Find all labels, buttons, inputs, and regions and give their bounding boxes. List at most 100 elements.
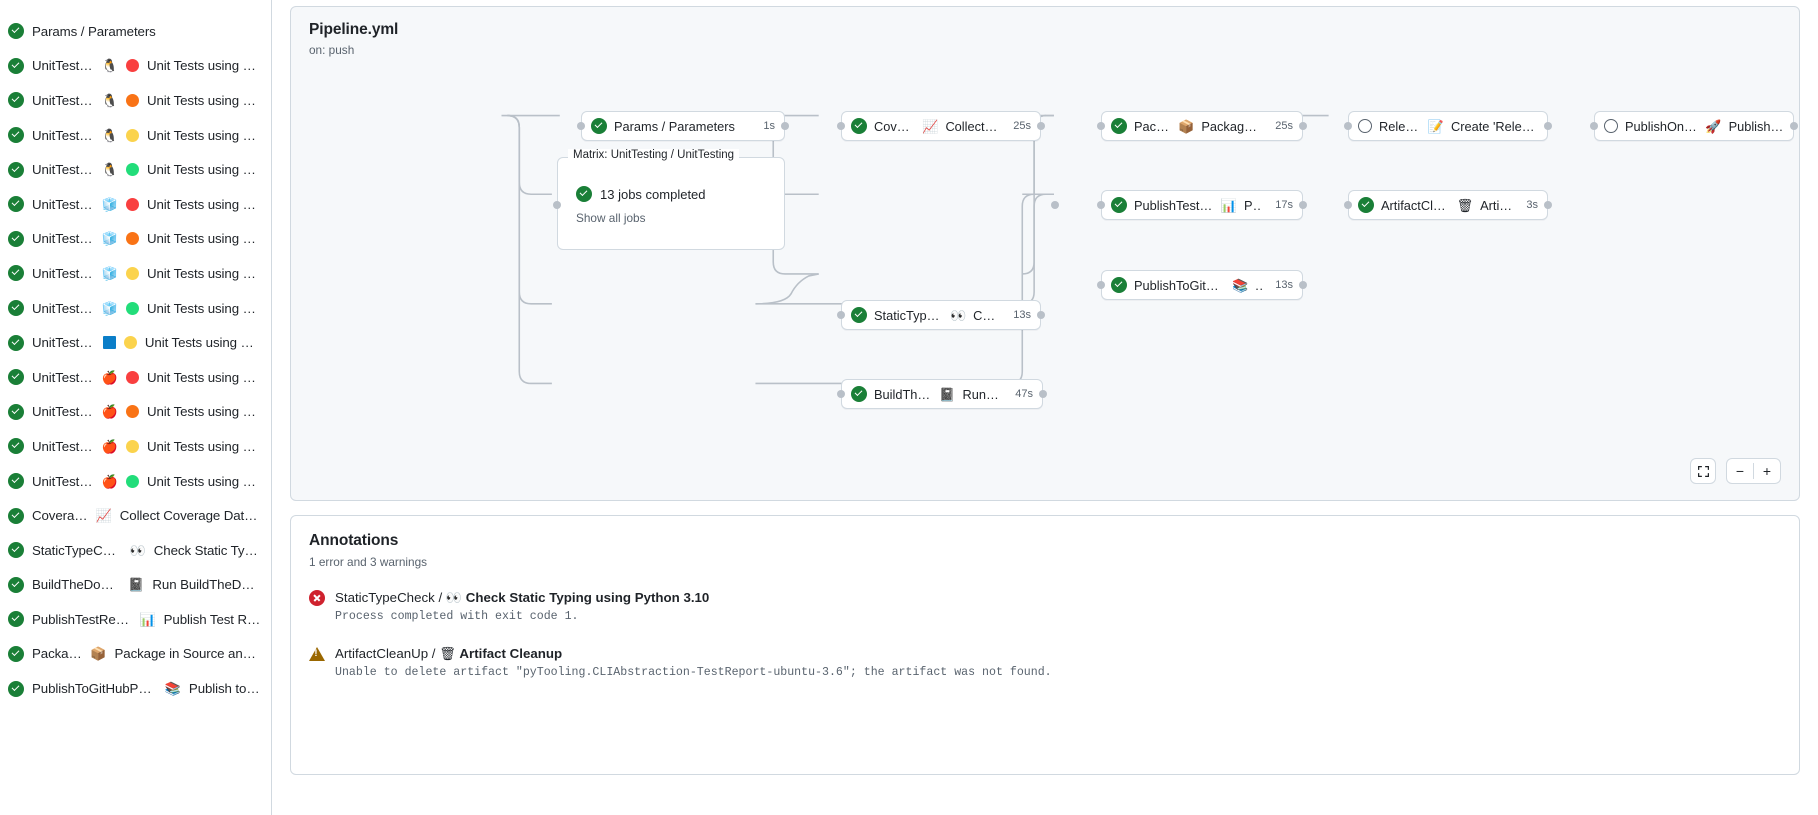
- sidebar-job-item[interactable]: UnitTesting / 🧊Unit Tests using Pyth...: [0, 291, 271, 326]
- graph-node-builddocs[interactable]: BuildTheDocs / 📓Run Buil...47s: [841, 379, 1043, 409]
- success-check-icon: [851, 386, 867, 402]
- annotation-title: ArtifactCleanUp / 🗑 Artifact Cleanup: [335, 645, 563, 661]
- workflow-graph-card[interactable]: Pipeline.yml on: push: [290, 6, 1800, 501]
- graph-node-artifact[interactable]: ArtifactCleanUp / 🗑Artifac...3s: [1348, 190, 1548, 220]
- success-check-icon: [8, 473, 24, 490]
- graph-node-label: PublishTestResults /: [1134, 197, 1214, 213]
- red-dot-icon: [125, 59, 139, 73]
- penguin-icon: 🐧: [101, 127, 118, 143]
- green-dot-icon: [125, 474, 139, 488]
- node-input-port: [1097, 281, 1105, 289]
- graph-node-ghpages[interactable]: PublishToGitHubPages / 📚...13s: [1101, 270, 1303, 300]
- sidebar-job-item[interactable]: UnitTesting / 🧊Unit Tests using Pyth...: [0, 187, 271, 222]
- graph-node-package[interactable]: Package / 📦Package in So...25s: [1101, 111, 1303, 141]
- graph-node-testres[interactable]: PublishTestResults / 📊Pu...17s: [1101, 190, 1303, 220]
- graph-zoom-controls[interactable]: − +: [1690, 458, 1781, 484]
- sidebar-job-item[interactable]: Params / Parameters: [0, 14, 271, 49]
- sidebar-job-label: UnitTesting /: [32, 58, 94, 74]
- success-check-icon: [1111, 277, 1127, 293]
- sidebar-job-suffix: Unit Tests using Pyth...: [144, 335, 261, 351]
- sidebar-job-item[interactable]: Package / 📦Package in Source and Wh...: [0, 637, 271, 672]
- sidebar-job-label: UnitTesting /: [32, 369, 94, 385]
- graph-node-label: PublishToGitHubPages /: [1134, 277, 1225, 293]
- sidebar-job-suffix: Unit Tests using Pyth...: [146, 438, 261, 454]
- sidebar-job-item[interactable]: BuildTheDocs / 📓Run BuildTheDocs: [0, 568, 271, 603]
- sidebar-job-item[interactable]: UnitTesting / 🍎Unit Tests using Pyth...: [0, 464, 271, 499]
- sidebar-job-item[interactable]: UnitTesting / Unit Tests using Pyth...: [0, 325, 271, 360]
- sidebar-job-item[interactable]: UnitTesting / 🐧Unit Tests using Pyth...: [0, 83, 271, 118]
- fit-screen-icon[interactable]: [1690, 458, 1716, 484]
- sidebar-job-suffix: Unit Tests using Pyth...: [146, 58, 261, 74]
- package-icon: 📦: [1178, 118, 1195, 134]
- graph-node-duration: 13s: [1013, 309, 1031, 321]
- graph-node-pypi[interactable]: PublishOnPyPI / 🚀Publish to ...: [1594, 111, 1794, 141]
- sidebar-job-item[interactable]: PublishTestResults / 📊Publish Test Resu.…: [0, 602, 271, 637]
- zoom-in-button[interactable]: +: [1762, 463, 1772, 479]
- graph-node-release[interactable]: Release / 📝Create 'Release P...: [1348, 111, 1548, 141]
- penguin-icon: 🐧: [101, 58, 118, 74]
- sidebar-job-label: Coverage /: [32, 508, 88, 524]
- cube-icon: 🧊: [101, 231, 118, 247]
- sidebar-job-suffix: Unit Tests using Pyth...: [146, 369, 261, 385]
- graph-node-duration: 3s: [1526, 199, 1538, 211]
- annotation-message: Unable to delete artifact "pyTooling.CLI…: [335, 665, 1052, 679]
- matrix-group-unittesting[interactable]: Matrix: UnitTesting / UnitTesting 13 job…: [557, 149, 785, 250]
- sidebar-job-item[interactable]: Coverage / 📈Collect Coverage Data usi...: [0, 498, 271, 533]
- graph-node-label: StaticTypeCheck /: [874, 307, 943, 323]
- annotation-body: StaticTypeCheck / 👀 Check Static Typing …: [335, 589, 709, 625]
- sidebar-job-label: UnitTesting /: [32, 162, 94, 178]
- green-dot-icon: [125, 301, 139, 315]
- sidebar-job-item[interactable]: UnitTesting / 🧊Unit Tests using Pyth...: [0, 222, 271, 257]
- sidebar-job-suffix: Unit Tests using Pyth...: [146, 196, 261, 212]
- zoom-out-button[interactable]: −: [1735, 463, 1745, 479]
- success-check-icon: [8, 611, 24, 628]
- matrix-summary-row[interactable]: 13 jobs completed: [558, 158, 784, 202]
- red-dot-icon: [125, 370, 139, 384]
- cube-icon: 🧊: [101, 300, 118, 316]
- zoom-button-group[interactable]: − +: [1726, 458, 1781, 484]
- node-output-port: [1299, 122, 1307, 130]
- eyes-icon: 👀: [445, 590, 463, 605]
- success-check-icon: [8, 230, 24, 247]
- sidebar-job-item[interactable]: UnitTesting / 🍎Unit Tests using Pyth...: [0, 429, 271, 464]
- sidebar-job-item[interactable]: UnitTesting / 🐧Unit Tests using Pyth...: [0, 152, 271, 187]
- annotations-header: Annotations 1 error and 3 warnings: [291, 516, 1799, 569]
- apple-icon: 🍎: [101, 438, 118, 454]
- matrix-input-port: [553, 201, 561, 209]
- graph-node-step-label: Package in So...: [1201, 118, 1262, 134]
- sidebar-job-item[interactable]: UnitTesting / 🧊Unit Tests using Pyth...: [0, 256, 271, 291]
- node-input-port: [837, 390, 845, 398]
- node-output-port: [1790, 122, 1798, 130]
- node-input-port: [1344, 122, 1352, 130]
- sidebar-job-item[interactable]: PublishToGitHubPages / 📚Publish to G...: [0, 671, 271, 706]
- sidebar-job-label: PublishTestResults /: [32, 611, 131, 627]
- graph-node-statictype[interactable]: StaticTypeCheck / 👀Chec...13s: [841, 300, 1041, 330]
- error-icon: [309, 590, 325, 606]
- matrix-summary-label: 13 jobs completed: [600, 186, 706, 202]
- sidebar-job-item[interactable]: UnitTesting / 🍎Unit Tests using Pyth...: [0, 395, 271, 430]
- orange-dot-icon: [125, 93, 139, 107]
- show-all-jobs-link[interactable]: Show all jobs: [576, 211, 646, 225]
- books-icon: 📚: [164, 681, 181, 697]
- blue-square-icon: [102, 336, 116, 350]
- node-output-port: [1544, 122, 1552, 130]
- sidebar-job-item[interactable]: StaticTypeCheck / 👀Check Static Typing..…: [0, 533, 271, 568]
- sidebar-job-suffix: Run BuildTheDocs: [152, 577, 261, 593]
- sidebar-job-item[interactable]: UnitTesting / 🍎Unit Tests using Pyth...: [0, 360, 271, 395]
- sidebar-job-label: UnitTesting /: [32, 231, 94, 247]
- eyes-icon: 👀: [949, 307, 967, 323]
- sidebar-job-item[interactable]: UnitTesting / 🐧 Unit Tests using Pyth...: [0, 49, 271, 84]
- sidebar-job-item[interactable]: UnitTesting / 🐧Unit Tests using Pyth...: [0, 118, 271, 153]
- graph-node-step-label: Create 'Release P...: [1451, 118, 1538, 134]
- success-check-icon: [8, 92, 24, 109]
- graph-node-duration: 13s: [1275, 279, 1293, 291]
- annotation-item[interactable]: StaticTypeCheck / 👀 Check Static Typing …: [291, 569, 1799, 625]
- memo-icon: 📝: [1427, 118, 1444, 134]
- graph-canvas[interactable]: [291, 7, 1799, 500]
- graph-node-coverage[interactable]: Coverage / 📈Collect Cove...25s: [841, 111, 1041, 141]
- success-check-icon: [8, 265, 24, 282]
